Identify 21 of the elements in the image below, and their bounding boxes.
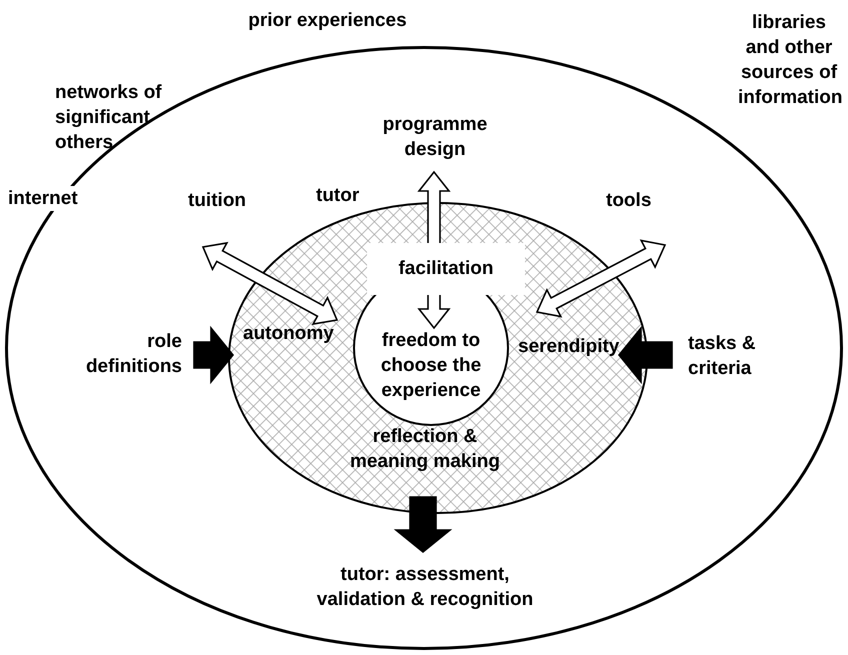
node-label: programme design — [382, 113, 488, 162]
node-label: tutor: assessment, validation & recognition — [316, 563, 534, 612]
node-label: tasks & criteria — [688, 332, 757, 381]
hollow-arrow — [536, 239, 666, 318]
text-label: serendipity — [518, 335, 618, 359]
facilitation-box: facilitation — [367, 243, 525, 295]
text-label: networks of significant others — [55, 81, 163, 155]
node-label: role definitions — [84, 330, 182, 379]
text-label: tutor — [316, 184, 360, 208]
block-arrow — [394, 496, 452, 554]
node-label: tools — [606, 189, 652, 213]
node-label: tuition — [188, 189, 248, 213]
text-label: libraries and other sources of information — [738, 11, 840, 110]
text-label: reflection & meaning making — [349, 425, 501, 474]
hollow-arrow — [417, 170, 451, 330]
block-arrow — [193, 326, 234, 384]
block-arrow — [618, 326, 673, 384]
text-label: autonomy — [243, 322, 335, 346]
text-label: prior experiences — [247, 9, 408, 33]
text-label: freedom to choose the experience — [380, 329, 482, 403]
hollow-arrow — [202, 242, 338, 326]
